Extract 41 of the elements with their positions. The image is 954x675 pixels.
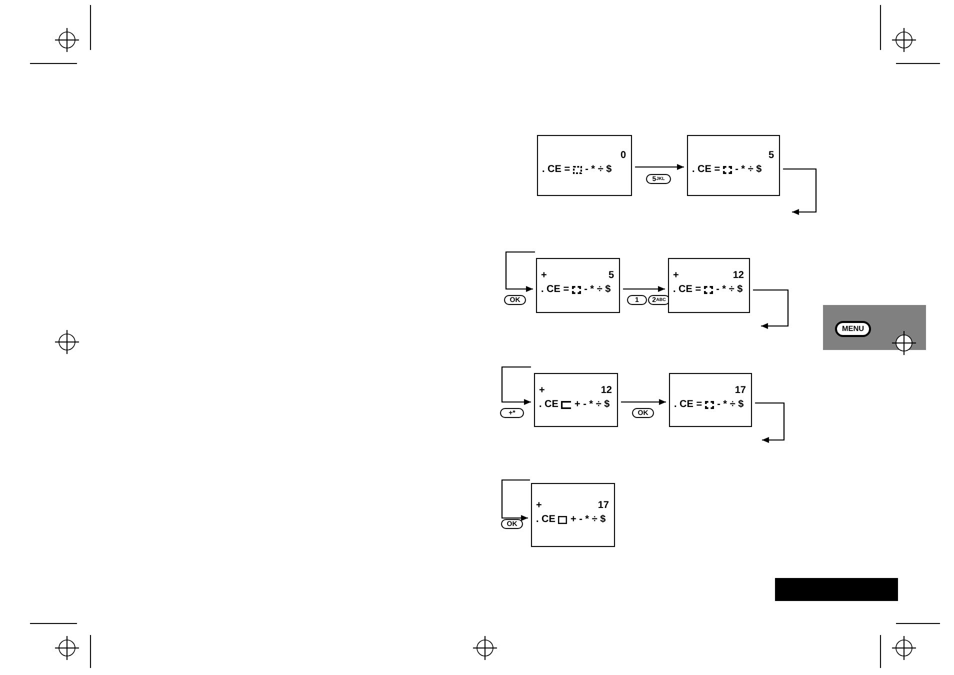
- display-text: . CE: [539, 398, 558, 410]
- display-text: . CE =: [541, 284, 570, 296]
- display-text: - * ÷ $: [716, 284, 743, 296]
- display-sign: +: [539, 384, 545, 396]
- display-text: + - * ÷ $: [574, 398, 610, 410]
- display-number: 0: [620, 150, 626, 162]
- lcd-screen: [668, 258, 750, 313]
- display-sign: +: [536, 500, 542, 512]
- arrow: [755, 402, 785, 443]
- display-sign: +: [541, 270, 547, 282]
- display-sign: +: [673, 270, 679, 282]
- display-number: 12: [732, 270, 744, 282]
- lcd-screen: [534, 373, 618, 427]
- display-text: - * ÷ $: [584, 284, 611, 296]
- display-text: - * ÷ $: [717, 398, 744, 410]
- display-text: . CE: [536, 514, 556, 526]
- arrow: [621, 399, 666, 405]
- arrow: [505, 251, 535, 292]
- display-text: . CE =: [674, 398, 702, 410]
- display-number: 5: [768, 150, 774, 162]
- arrow: [635, 164, 684, 170]
- display-text: . CE =: [692, 164, 720, 176]
- lcd-screen: [537, 135, 632, 196]
- display-number: 5: [608, 270, 614, 282]
- display-number: 12: [600, 384, 612, 396]
- arrow: [501, 366, 531, 405]
- arrow: [783, 168, 817, 215]
- display-text: . CE =: [542, 164, 570, 176]
- display-text: - * ÷ $: [585, 164, 612, 176]
- display-text: - * ÷ $: [735, 164, 762, 176]
- display-text: + - * ÷ $: [570, 514, 606, 526]
- display-number: 17: [734, 384, 746, 396]
- arrow: [623, 286, 665, 292]
- lcd-screen: [531, 483, 615, 547]
- display-number: 17: [598, 500, 609, 512]
- arrow: [501, 479, 530, 521]
- lcd-screen: [669, 373, 752, 427]
- display-text: . CE =: [673, 284, 702, 296]
- lcd-screen: [687, 135, 780, 196]
- arrow: [753, 289, 789, 329]
- lcd-screen: [536, 258, 620, 313]
